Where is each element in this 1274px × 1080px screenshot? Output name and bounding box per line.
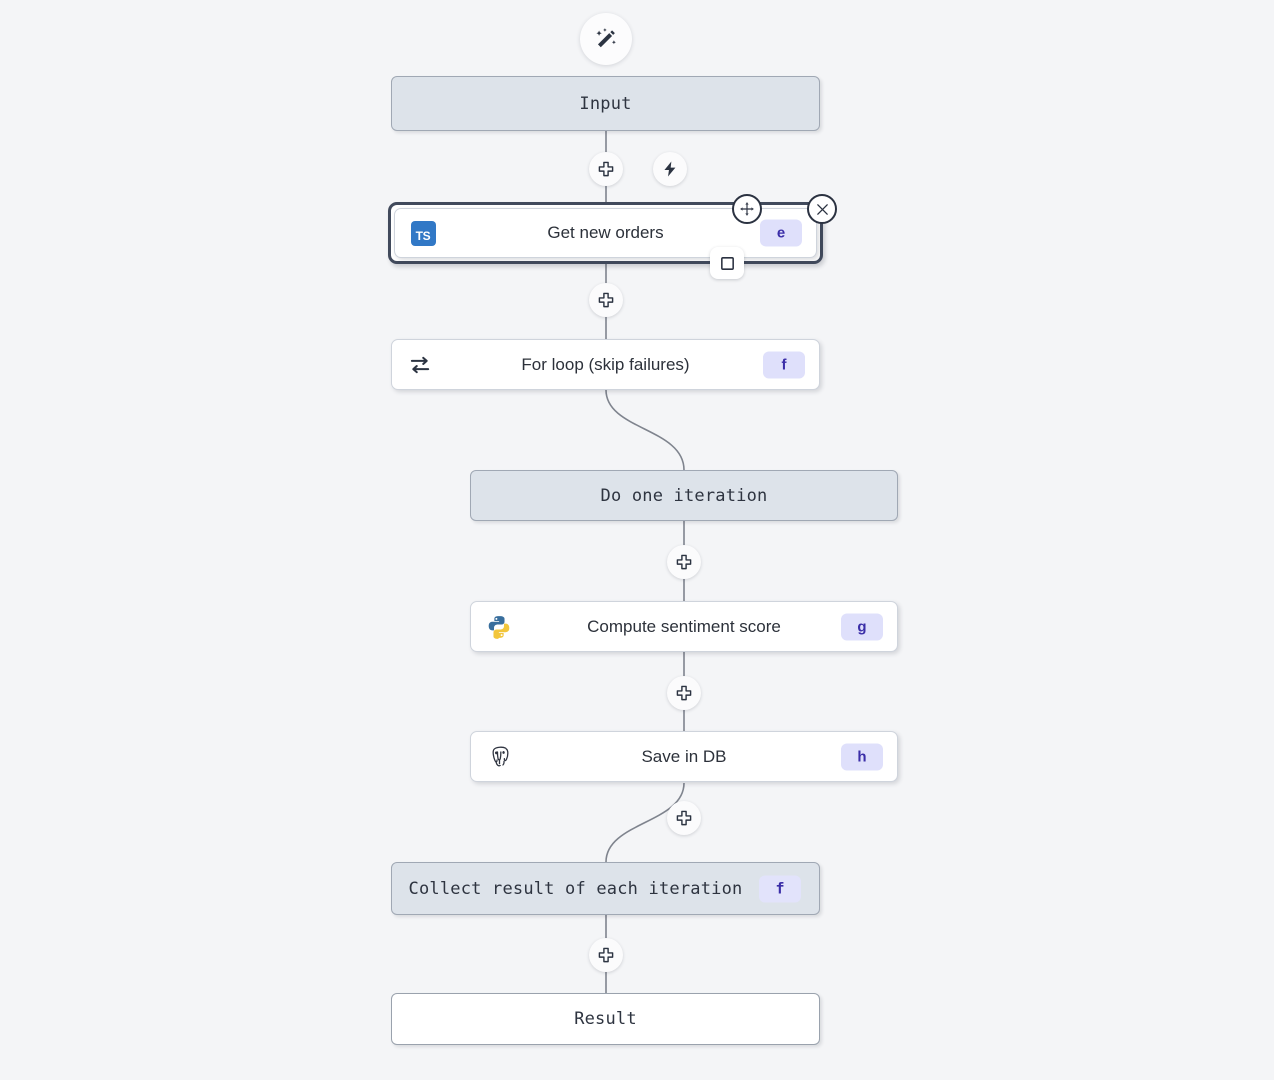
resize-handle[interactable]	[710, 247, 744, 279]
node-compute-sentiment-score-label: Compute sentiment score	[587, 616, 781, 636]
node-collect-result-badge[interactable]: f	[759, 875, 801, 902]
node-do-one-iteration-label: Do one iteration	[600, 485, 768, 506]
node-get-new-orders-badge[interactable]: e	[760, 219, 802, 247]
add-step-button-after-input[interactable]	[589, 152, 623, 186]
plus-icon	[598, 947, 614, 963]
typescript-icon: TS	[409, 219, 437, 247]
node-do-one-iteration[interactable]: Do one iteration	[470, 470, 898, 521]
node-for-loop-label: For loop (skip failures)	[521, 354, 690, 374]
node-for-loop-badge[interactable]: f	[763, 351, 805, 378]
add-step-button-after-save-in-db[interactable]	[667, 801, 701, 835]
node-result-label: Result	[574, 1009, 637, 1029]
loop-icon	[406, 351, 434, 379]
move-icon	[740, 202, 754, 216]
ai-assistant-button[interactable]	[580, 13, 632, 65]
plus-icon	[598, 161, 614, 177]
close-handle[interactable]	[807, 194, 837, 224]
add-step-button-after-collect-result[interactable]	[589, 938, 623, 972]
add-step-button-after-compute-sentiment-score[interactable]	[667, 676, 701, 710]
plus-icon	[676, 554, 692, 570]
node-compute-sentiment-score[interactable]: Compute sentiment score g	[470, 601, 898, 652]
node-input-label: Input	[579, 93, 632, 114]
move-handle[interactable]	[732, 194, 762, 224]
node-compute-sentiment-score-badge[interactable]: g	[841, 613, 883, 640]
node-save-in-db[interactable]: Save in DB h	[470, 731, 898, 782]
close-icon	[816, 203, 828, 215]
edge-for-loop-to-do-one-iteration	[605, 389, 685, 471]
add-trigger-button-after-input[interactable]	[653, 152, 687, 186]
python-icon	[485, 613, 513, 641]
add-step-button-after-get-new-orders[interactable]	[589, 283, 623, 317]
plus-icon	[676, 685, 692, 701]
node-collect-result[interactable]: Collect result of each iteration f	[391, 862, 820, 915]
plus-icon	[598, 292, 614, 308]
node-result[interactable]: Result	[391, 993, 820, 1045]
lightning-icon	[664, 161, 676, 177]
magic-wand-icon	[596, 28, 616, 48]
plus-icon	[676, 810, 692, 826]
node-get-new-orders-label: Get new orders	[547, 223, 664, 242]
add-step-button-after-do-one-iteration[interactable]	[667, 545, 701, 579]
square-icon	[720, 256, 734, 270]
node-save-in-db-label: Save in DB	[641, 746, 727, 766]
node-collect-result-label: Collect result of each iteration	[408, 878, 743, 899]
postgresql-icon	[485, 743, 513, 771]
node-input[interactable]: Input	[391, 76, 820, 131]
node-save-in-db-badge[interactable]: h	[841, 743, 883, 770]
node-for-loop[interactable]: For loop (skip failures) f	[391, 339, 820, 390]
